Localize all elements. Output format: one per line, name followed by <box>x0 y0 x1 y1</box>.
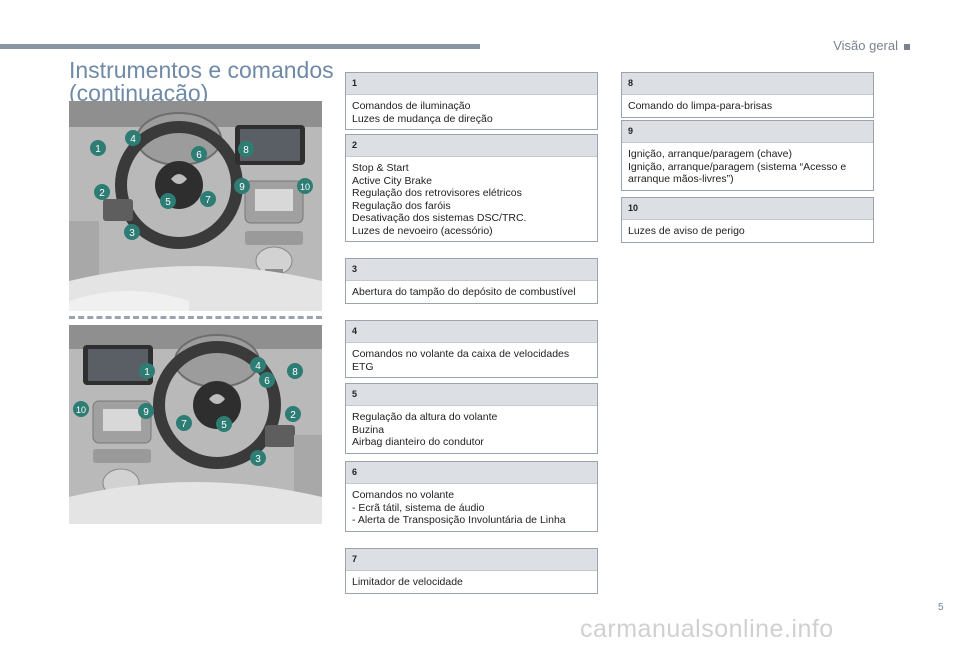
svg-text:10: 10 <box>76 405 86 415</box>
svg-text:8: 8 <box>243 145 249 156</box>
legend-line: Stop & Start <box>352 162 409 174</box>
legend-line: Luzes de nevoeiro (acessório) <box>352 224 493 237</box>
legend-number: 7 <box>346 549 597 571</box>
callout-markers-lhd: 1 4 6 8 2 5 7 9 10 3 <box>90 130 313 240</box>
legend-number: 8 <box>622 73 873 95</box>
legend-line: Regulação dos faróis <box>352 199 451 212</box>
legend-line: Active City Brake <box>352 174 432 187</box>
legend-box-5: 5 Regulação da altura do volante Buzina … <box>345 383 598 454</box>
legend-line: - Ecrã tátil, sistema de áudio <box>352 501 485 514</box>
svg-text:4: 4 <box>255 361 261 372</box>
svg-text:6: 6 <box>196 150 202 161</box>
legend-number: 9 <box>622 121 873 143</box>
legend-line: Abertura do tampão do depósito de combus… <box>352 286 576 298</box>
section-title: Visão geral <box>833 38 898 53</box>
legend-line: Comandos no volante da caixa de velocida… <box>352 348 570 373</box>
legend-box-9: 9 Ignição, arranque/paragem (chave) Igni… <box>621 120 874 191</box>
illustration-divider <box>69 316 322 319</box>
legend-number: 6 <box>346 462 597 484</box>
svg-text:9: 9 <box>239 182 245 193</box>
svg-text:5: 5 <box>165 197 171 208</box>
legend-box-10: 10 Luzes de aviso de perigo <box>621 197 874 243</box>
title-line-2: (continuação) <box>69 80 209 106</box>
svg-text:2: 2 <box>290 410 296 421</box>
dashboard-illustration-lhd: 1 4 6 8 2 5 7 9 10 3 <box>69 101 322 311</box>
legend-line: Limitador de velocidade <box>352 576 463 588</box>
legend-box-8: 8 Comando do limpa-para-brisas <box>621 72 874 118</box>
svg-text:9: 9 <box>143 407 149 418</box>
legend-box-4: 4 Comandos no volante da caixa de veloci… <box>345 320 598 378</box>
legend-line: Comandos de iluminação <box>352 100 471 112</box>
svg-text:3: 3 <box>255 454 261 465</box>
legend-number: 1 <box>346 73 597 95</box>
section-marker <box>904 44 910 50</box>
legend-number: 5 <box>346 384 597 406</box>
legend-box-2: 2 Stop & Start Active City Brake Regulaç… <box>345 134 598 242</box>
legend-box-6: 6 Comandos no volante - Ecrã tátil, sist… <box>345 461 598 532</box>
page-title: Instrumentos e comandos (continuação) <box>69 59 334 105</box>
svg-text:4: 4 <box>130 134 136 145</box>
legend-line: Comando do limpa-para-brisas <box>628 100 773 112</box>
svg-text:7: 7 <box>205 195 211 206</box>
svg-text:2: 2 <box>99 188 105 199</box>
legend-box-1: 1 Comandos de iluminação Luzes de mudanç… <box>345 72 598 130</box>
legend-line: Ignição, arranque/paragem (chave) <box>628 148 793 160</box>
legend-box-7: 7 Limitador de velocidade <box>345 548 598 594</box>
svg-text:1: 1 <box>95 144 101 155</box>
svg-text:10: 10 <box>300 182 310 192</box>
legend-line: Luzes de mudança de direção <box>352 112 493 125</box>
header-bar <box>0 44 480 49</box>
legend-line: Regulação dos retrovisores elétricos <box>352 187 522 199</box>
legend-line: Desativação dos sistemas DSC/TRC. <box>352 212 527 224</box>
legend-line: Ignição, arranque/paragem (sistema “Aces… <box>628 160 847 186</box>
legend-line: Airbag dianteiro do condutor <box>352 436 484 448</box>
page-number: 5 <box>938 602 944 613</box>
legend-line: - Alerta de Transposição Involuntária de… <box>352 514 566 526</box>
legend-number: 4 <box>346 321 597 343</box>
legend-box-3: 3 Abertura do tampão do depósito de comb… <box>345 258 598 304</box>
svg-text:7: 7 <box>181 419 187 430</box>
svg-text:8: 8 <box>292 367 298 378</box>
legend-line: Luzes de aviso de perigo <box>628 225 745 237</box>
legend-line: Regulação da altura do volante <box>352 411 498 423</box>
watermark: carmanualsonline.info <box>580 615 834 643</box>
svg-text:6: 6 <box>264 376 270 387</box>
svg-text:3: 3 <box>129 228 135 239</box>
callout-markers-rhd: 4 1 6 8 10 9 7 5 2 3 <box>73 357 303 466</box>
legend-number: 10 <box>622 198 873 220</box>
svg-text:1: 1 <box>144 367 150 378</box>
legend-number: 3 <box>346 259 597 281</box>
title-line-1: Instrumentos e comandos <box>69 57 334 83</box>
dashboard-illustration-rhd: 4 1 6 8 10 9 7 5 2 3 <box>69 325 322 524</box>
legend-line: Comandos no volante <box>352 489 455 501</box>
legend-line: Buzina <box>352 423 385 436</box>
legend-number: 2 <box>346 135 597 157</box>
svg-text:5: 5 <box>221 420 227 431</box>
